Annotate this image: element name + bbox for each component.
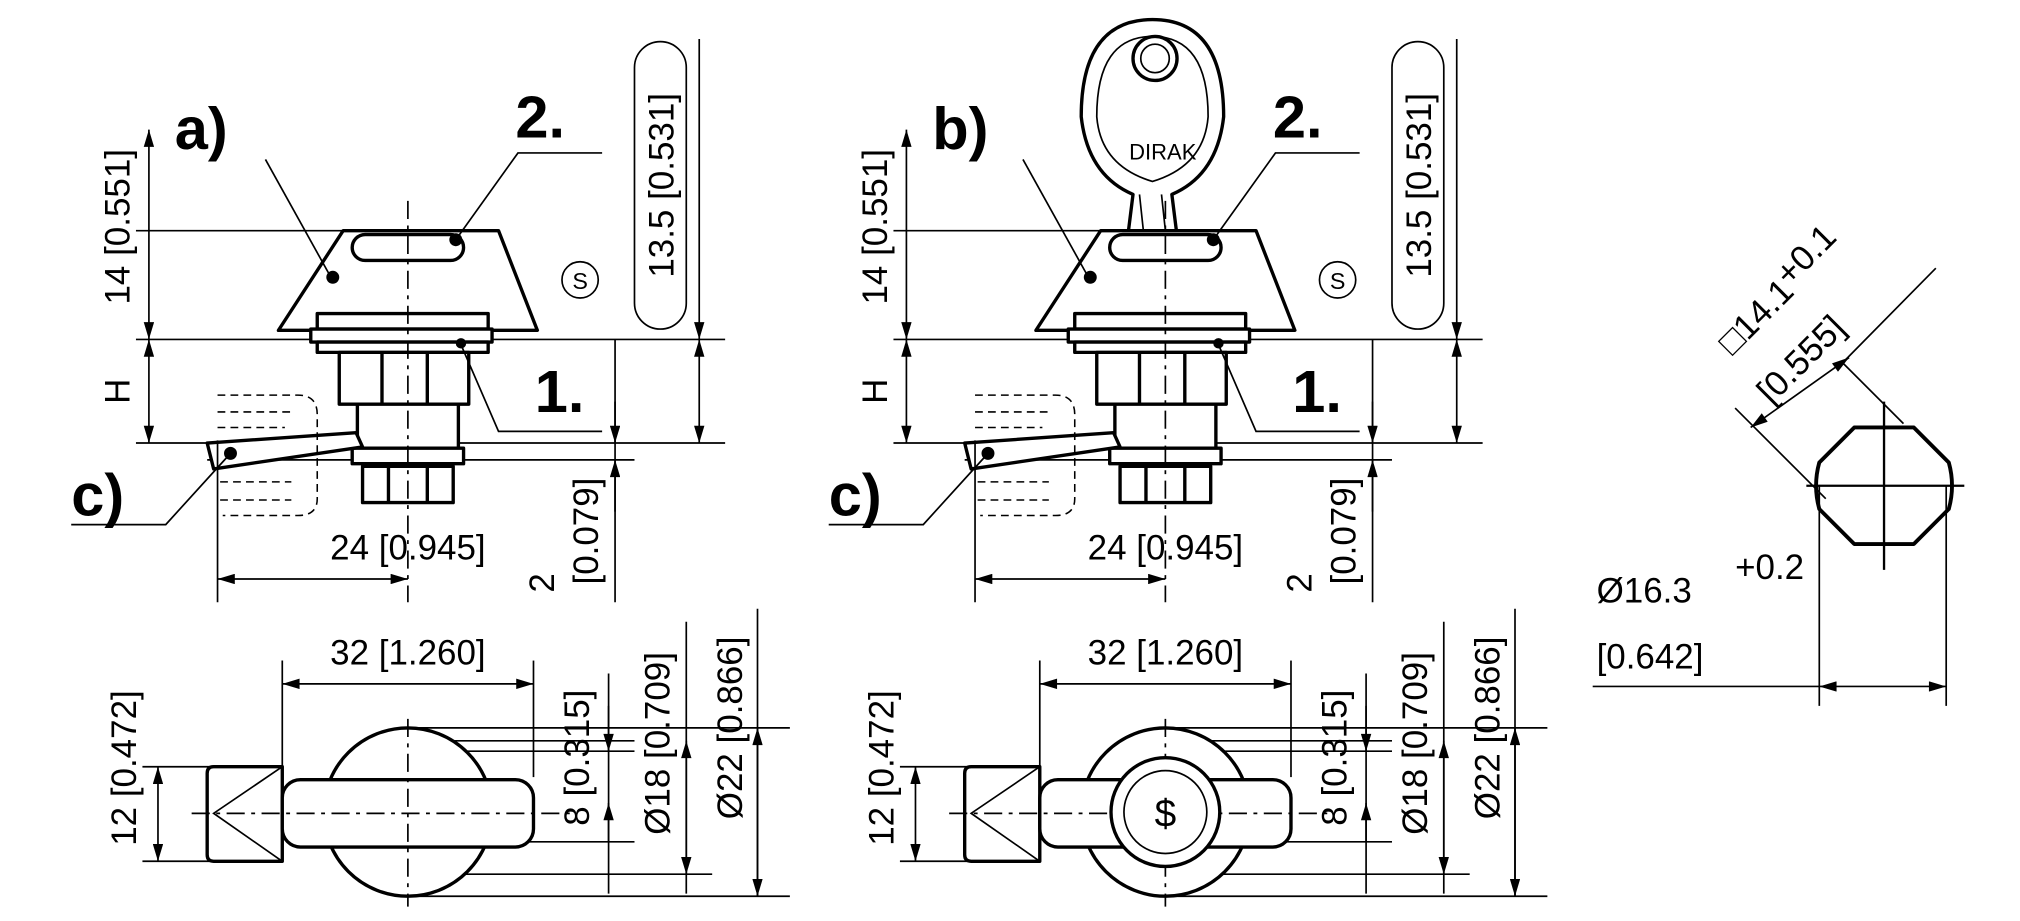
diameter-18-dim: Ø18 [0.709] bbox=[1396, 652, 1435, 835]
keyway-icon: $ bbox=[1155, 792, 1177, 835]
s-symbol: S bbox=[572, 268, 588, 294]
handle-length-dim: 32 [1.260] bbox=[1088, 633, 1243, 672]
drawing-b: DIRAK $ b) 2. 1. c) 14 [0.551] H S 13.5 … bbox=[829, 17, 1548, 907]
diameter-dim: Ø16.3 bbox=[1597, 571, 1692, 610]
diameter-18-dim: Ø18 [0.709] bbox=[638, 652, 677, 835]
slot-width-dim: 8 [0.315] bbox=[1316, 690, 1355, 826]
drawing-a: a) 2. 1. c) 14 [0.551] H S 13.5 [0.531] … bbox=[71, 39, 790, 907]
height-dim: 14 [0.551] bbox=[98, 149, 137, 304]
slot-width-dim: 8 [0.315] bbox=[558, 690, 597, 826]
part-1-label: 1. bbox=[535, 358, 585, 425]
thickness-dim-mm: 2 bbox=[1281, 573, 1320, 592]
key: DIRAK bbox=[1079, 17, 1226, 248]
key-brand: DIRAK bbox=[1129, 139, 1197, 164]
diameter-22-dim: Ø22 [0.866] bbox=[1468, 637, 1507, 820]
part-2-label: 2. bbox=[1273, 83, 1323, 150]
thickness-dim-in: [0.079] bbox=[567, 478, 606, 585]
side-view-a bbox=[71, 39, 725, 602]
pill-dim: 13.5 [0.531] bbox=[642, 93, 681, 278]
diameter-tolerance: +0.2 bbox=[1735, 548, 1804, 587]
s-symbol: S bbox=[1330, 268, 1346, 294]
part-c-label: c) bbox=[71, 462, 124, 529]
thickness-dim-in: [0.079] bbox=[1325, 478, 1364, 585]
part-1-label: 1. bbox=[1292, 358, 1342, 425]
panel-cutout: □14.1 +0.1 [0.555] Ø16.3 +0.2 [0.642] bbox=[1592, 217, 1965, 706]
diameter-22-dim: Ø22 [0.866] bbox=[711, 637, 750, 820]
handle-width-dim: 12 [0.472] bbox=[105, 690, 144, 845]
height-dim: 14 [0.551] bbox=[856, 149, 895, 304]
diameter-dim-inch: [0.642] bbox=[1597, 637, 1704, 676]
handle-width-dim: 12 [0.472] bbox=[862, 690, 901, 845]
lock-cylinder bbox=[1109, 755, 1222, 869]
label-a: a) bbox=[175, 95, 228, 162]
thickness-dim-mm: 2 bbox=[523, 573, 562, 592]
width-dim: 24 [0.945] bbox=[330, 529, 485, 568]
handle-length-dim: 32 [1.260] bbox=[330, 633, 485, 672]
pill-dim: 13.5 [0.531] bbox=[1400, 93, 1439, 278]
h-dim: H bbox=[98, 379, 137, 404]
label-b: b) bbox=[932, 95, 988, 162]
part-2-label: 2. bbox=[515, 83, 565, 150]
part-c-label: c) bbox=[829, 462, 882, 529]
width-dim: 24 [0.945] bbox=[1088, 529, 1243, 568]
h-dim: H bbox=[856, 379, 895, 404]
